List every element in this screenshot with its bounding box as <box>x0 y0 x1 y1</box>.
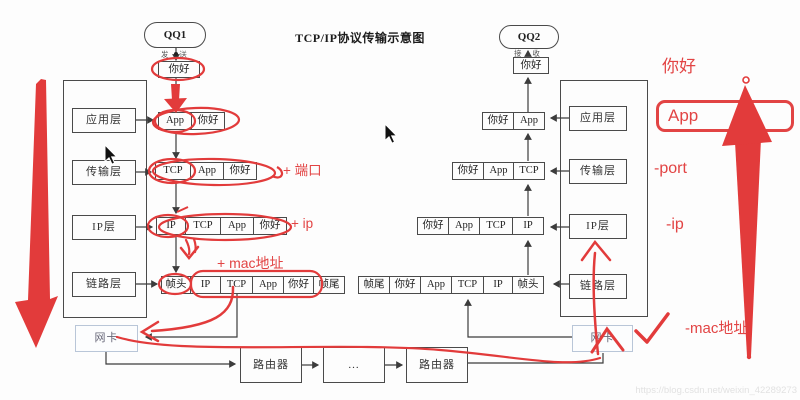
mouse-cursors <box>104 122 398 165</box>
note-minus-mac: -mac地址 <box>685 320 749 337</box>
note-hello: 你好 <box>662 57 696 76</box>
sender-row-ip: IP TCP App 你好 <box>156 217 287 235</box>
packet-cell: 你好 <box>389 276 421 294</box>
packet-cell: IP <box>483 276 513 294</box>
packet-cell: IP <box>156 217 186 235</box>
router-ellipsis-box: ... <box>323 347 385 383</box>
receiver-row-transport: 你好 App TCP <box>452 162 545 180</box>
note-plus-port: + 端口 <box>283 163 322 178</box>
router-box-1: 路由器 <box>240 347 302 383</box>
packet-cell: App <box>420 276 452 294</box>
mouse-cursor <box>384 122 398 144</box>
packet-cell: App <box>158 112 192 130</box>
packet-cell: 你好 <box>223 162 257 180</box>
packet-cell: App <box>220 217 254 235</box>
receiver-layer-transport: 传输层 <box>569 159 627 184</box>
sender-row-link: 帧头 IP TCP App 你好 帧尾 <box>161 276 345 294</box>
packet-cell: 帧头 <box>161 276 191 294</box>
receiver-nic-box: 网卡 <box>572 325 633 352</box>
csdn-watermark: https://blog.csdn.net/weixin_42289273 <box>635 385 797 396</box>
packet-cell: 你好 <box>452 162 484 180</box>
router-box-2: 路由器 <box>406 347 468 383</box>
packet-cell: App <box>483 162 514 180</box>
packet-cell: TCP <box>155 162 191 180</box>
receiver-layer-ip: IP层 <box>569 214 627 239</box>
receiver-row-link: 帧尾 你好 App TCP IP 帧头 <box>358 276 544 294</box>
black-connectors <box>105 48 604 369</box>
receiver-action-label: 接 收 <box>514 49 540 58</box>
packet-cell: TCP <box>185 217 221 235</box>
packet-cell: App <box>252 276 284 294</box>
note-plus-ip: + ip <box>291 216 314 231</box>
sender-row-transport: TCP App 你好 <box>155 162 257 180</box>
receiver-protocol-stack <box>560 80 648 317</box>
packet-cell: 帧尾 <box>358 276 390 294</box>
receiver-app-node: QQ2 <box>499 25 559 49</box>
double-down-arrow <box>179 237 200 260</box>
big-down-arrow <box>15 79 58 348</box>
receiver-row-ip: 你好 App TCP IP <box>417 217 544 235</box>
diagram-title: TCP/IP协议传输示意图 <box>295 31 425 45</box>
note-app-label: App <box>668 106 699 125</box>
packet-cell: TCP <box>220 276 253 294</box>
packet-cell: IP <box>190 276 221 294</box>
packet-cell: TCP <box>513 162 545 180</box>
checkmark-icon <box>634 312 670 344</box>
packet-cell: App <box>190 162 224 180</box>
sender-message-box: 你好 <box>158 61 200 78</box>
small-down-arrow <box>164 84 187 113</box>
packet-cell: 你好 <box>283 276 314 294</box>
note-minus-ip: -ip <box>666 216 684 233</box>
packet-cell: 你好 <box>417 217 449 235</box>
curved-arrow-to-sender-nic <box>139 285 235 343</box>
packet-cell: TCP <box>451 276 484 294</box>
sender-layer-transport: 传输层 <box>72 160 136 185</box>
sender-layer-link: 链路层 <box>72 272 136 297</box>
note-minus-port: -port <box>654 160 687 177</box>
sender-nic-box: 网卡 <box>75 325 138 352</box>
packet-cell: TCP <box>479 217 513 235</box>
packet-cell: 帧尾 <box>313 276 345 294</box>
note-plus-mac: + mac地址 <box>217 255 284 271</box>
packet-cell: IP <box>512 217 544 235</box>
sender-layer-application: 应用层 <box>72 108 136 133</box>
packet-cell: 帧头 <box>512 276 544 294</box>
packet-cell: 你好 <box>253 217 287 235</box>
sender-action-label: 发 送 <box>161 50 187 59</box>
packet-cell: App <box>513 112 545 130</box>
receiver-layer-link: 链路层 <box>569 274 627 299</box>
sender-app-node: QQ1 <box>144 22 206 48</box>
packet-cell: 你好 <box>482 112 514 130</box>
receiver-row-application: 你好 App <box>482 112 545 130</box>
receiver-message-box: 你好 <box>513 57 549 74</box>
note-app-box: App <box>656 100 794 132</box>
sender-row-application: App 你好 <box>158 112 225 130</box>
sender-layer-ip: IP层 <box>72 215 136 240</box>
packet-cell: App <box>448 217 480 235</box>
packet-cell: 你好 <box>191 112 225 130</box>
receiver-layer-application: 应用层 <box>569 106 627 131</box>
sender-protocol-stack <box>63 80 147 318</box>
